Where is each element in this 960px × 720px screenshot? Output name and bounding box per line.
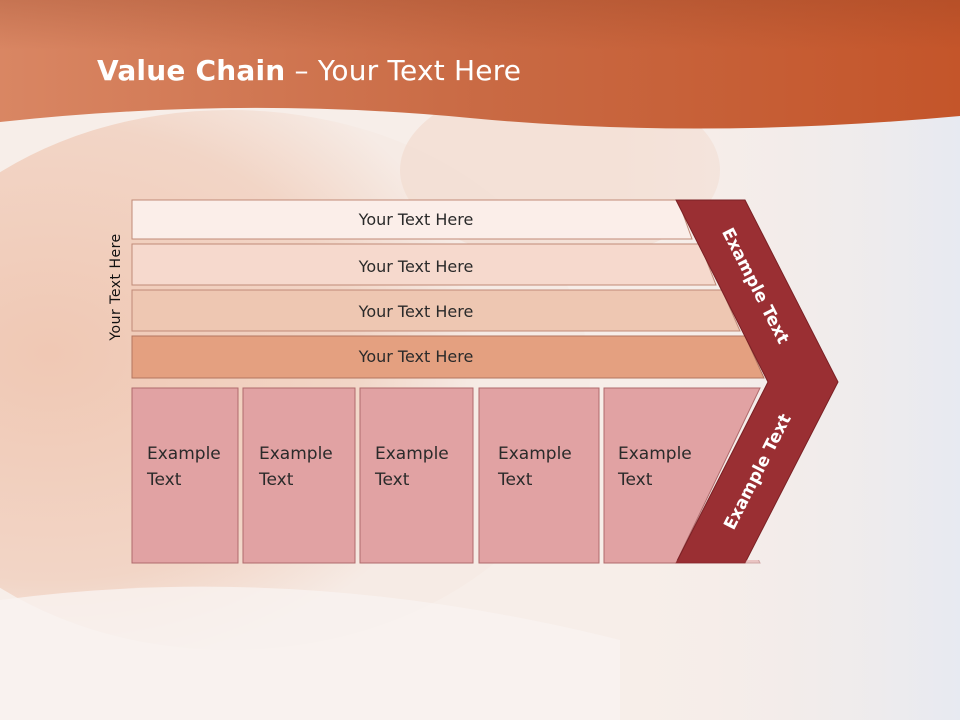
- reflection-line1: Example: [498, 467, 572, 487]
- reflection-column: [359, 387, 474, 564]
- page-title: Value Chain – Your Text Here: [97, 54, 521, 87]
- row-bar: [131, 289, 741, 332]
- row-0: Your Text Here: [131, 199, 693, 240]
- reflection-line2: Text: [258, 441, 294, 461]
- reflection-line2: Text: [617, 441, 653, 461]
- row-label: Your Text Here: [358, 302, 474, 321]
- row-2: Your Text Here: [131, 289, 741, 332]
- reflection: Example Text Example Text Example Text E…: [131, 387, 838, 564]
- reflection-line2: Text: [146, 441, 182, 461]
- row-label: Your Text Here: [358, 210, 474, 229]
- reflection-line2: Text: [497, 441, 533, 461]
- title-rest: – Your Text Here: [285, 54, 522, 87]
- reflection-line1: Example: [259, 467, 333, 487]
- row-label: Your Text Here: [358, 347, 474, 366]
- row-1: Your Text Here: [131, 243, 717, 286]
- reflection-column: [242, 387, 356, 564]
- row-bar: [131, 243, 717, 286]
- title-bold: Value Chain: [97, 54, 286, 87]
- reflection-chevron: [676, 388, 838, 563]
- reflection-line2: Text: [374, 441, 410, 461]
- reflection-column: [131, 387, 239, 564]
- row-3: Your Text Here: [131, 335, 765, 379]
- reflection-line1: Example: [618, 467, 692, 487]
- reflection-line1: Example: [375, 467, 449, 487]
- row-bar: [131, 199, 693, 240]
- reflection-line1: Example: [147, 467, 221, 487]
- row-bar: [131, 335, 765, 379]
- row-label: Your Text Here: [358, 257, 474, 276]
- reflection-column: [478, 387, 600, 564]
